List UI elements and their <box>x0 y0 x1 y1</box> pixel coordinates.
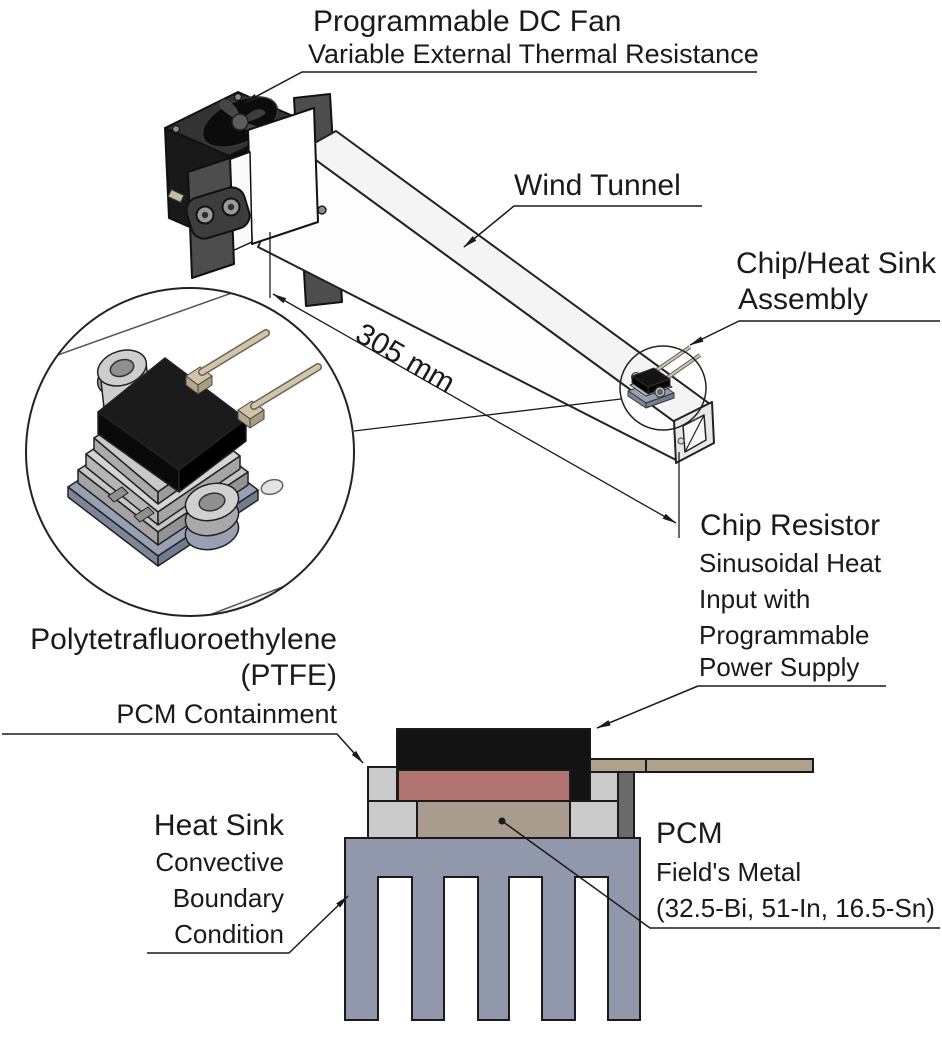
fan-label-title: Programmable DC Fan <box>313 5 622 38</box>
assembly-label-line1: Chip/Heat Sink <box>736 247 937 280</box>
fan-duct-adapter <box>185 107 327 279</box>
leader-chip-resistor <box>596 685 886 729</box>
heat-sink-line: Boundary <box>172 883 284 913</box>
leader-heat-sink <box>147 895 349 954</box>
leader-fan <box>243 71 757 104</box>
wind-tunnel-label: Wind Tunnel <box>514 169 681 202</box>
ptfe-label-line2: (PTFE) <box>240 659 337 692</box>
heat-sink-title: Heat Sink <box>153 809 284 842</box>
dimension-line <box>272 293 677 524</box>
leader-ptfe <box>2 733 364 764</box>
pcm-label-line3: (32.5-Bi, 51-In, 16.5-Sn) <box>656 893 935 923</box>
heat-sink-shape <box>344 837 641 1021</box>
leader-pcm-dot <box>498 817 506 825</box>
adapter-block <box>247 107 319 245</box>
frame-hole <box>677 437 685 445</box>
leader-wind-tunnel <box>463 205 702 248</box>
resistor-lead <box>589 758 814 773</box>
chip-resistor-line: Power Supply <box>699 652 860 682</box>
side-strip <box>617 771 635 839</box>
detail-projection-line <box>353 398 622 432</box>
pcm-title: PCM <box>656 817 723 850</box>
tunnel-interior-edge <box>684 414 705 453</box>
cross-section <box>344 728 814 1021</box>
heat-sink-line: Condition <box>174 919 284 949</box>
ptfe-block-right-lower <box>569 800 619 839</box>
chip-resistor-title: Chip Resistor <box>700 509 881 542</box>
chip-resistor-line: Sinusoidal Heat <box>699 548 882 578</box>
chip-assembly-detail <box>67 329 322 567</box>
leader-pcm <box>501 820 940 929</box>
leader-assembly <box>689 320 940 346</box>
ptfe-label-line3: PCM Containment <box>116 699 337 729</box>
dimension-305mm <box>269 232 680 538</box>
leader-lines <box>2 71 940 954</box>
surface-edge <box>26 288 331 373</box>
fan-screw-icon <box>233 92 243 102</box>
pcm-metal-xsec <box>416 800 571 839</box>
ptfe-label-line1: Polytetrafluoroethylene <box>30 623 337 656</box>
fan-power-pin <box>167 188 185 204</box>
fan-label-subtitle: Variable External Thermal Resistance <box>308 39 759 69</box>
chip-resistor-line: Input with <box>699 584 811 614</box>
ptfe-block-left-lower <box>367 800 418 839</box>
chip-resistor-line: Programmable <box>699 620 870 650</box>
assembly-label-line2: Assembly <box>738 283 869 316</box>
heat-sink-line: Convective <box>155 847 284 877</box>
plate-screw-icon <box>317 205 327 215</box>
ptfe-block-left-upper <box>367 766 398 802</box>
pcm-label-line2: Field's Metal <box>656 857 802 887</box>
fan-screw-icon <box>171 124 181 134</box>
pcm-chamber-xsec <box>397 769 571 802</box>
